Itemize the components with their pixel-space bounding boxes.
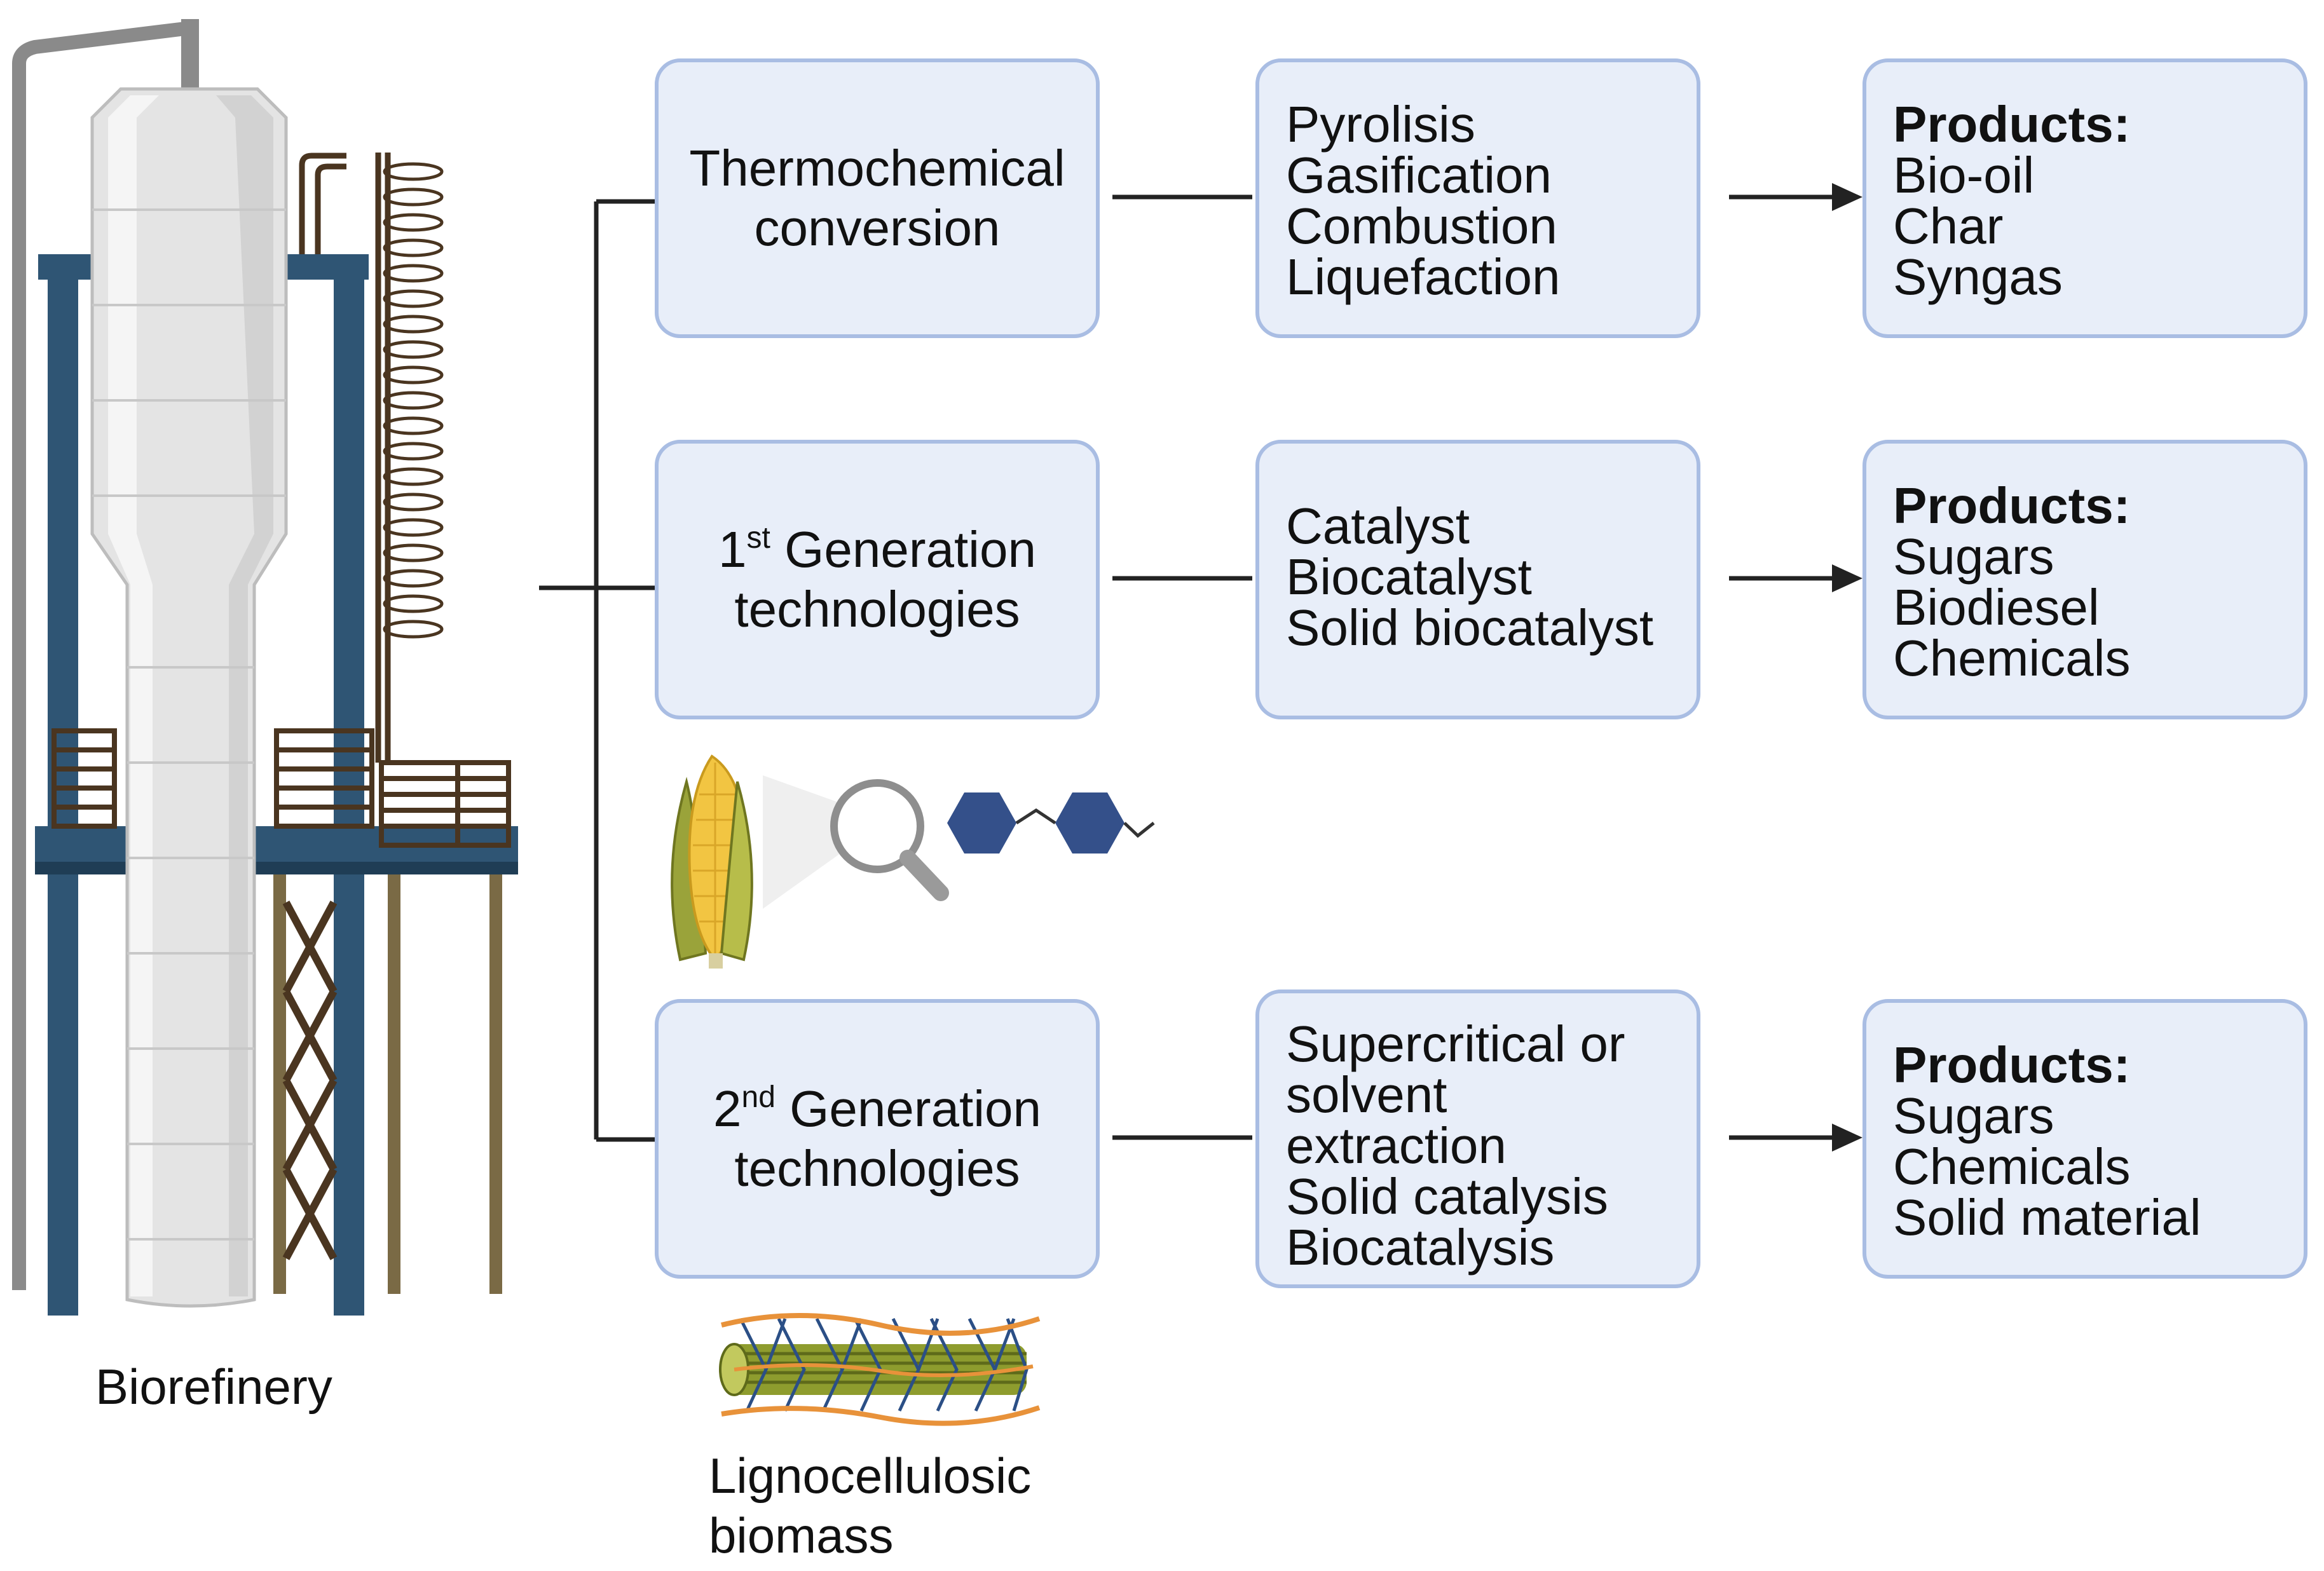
process-item: Solid catalysis	[1286, 1168, 1608, 1225]
product-item: Chemicals	[1893, 1138, 2131, 1195]
lignocellulosic-line1: Lignocellulosic	[709, 1448, 1032, 1504]
magnifier-icon	[763, 775, 949, 909]
product-item: Chemicals	[1893, 630, 2131, 686]
second-generation-products-box: Products: Sugars Chemicals Solid materia…	[1863, 999, 2307, 1279]
first-generation-box: 1st Generation technologies	[655, 440, 1100, 719]
lignocellulose-fiber-icon	[719, 1313, 1041, 1426]
product-item: Solid material	[1893, 1189, 2201, 1246]
thermochemical-line2: conversion	[754, 200, 1001, 256]
product-item: Syngas	[1893, 248, 2063, 305]
corn-icon	[671, 754, 753, 969]
first-generation-line1: 1st Generation	[718, 521, 1036, 578]
biorefinery-label: Biorefinery	[95, 1359, 332, 1415]
process-item: Supercritical or	[1286, 1016, 1625, 1072]
first-generation-products-box: Products: Sugars Biodiesel Chemicals	[1863, 440, 2307, 719]
product-item: Char	[1893, 198, 2004, 254]
arrowhead-second	[1832, 1124, 1863, 1152]
second-generation-line2: technologies	[734, 1140, 1020, 1197]
process-item: Catalyst	[1286, 498, 1470, 554]
product-item: Sugars	[1893, 1087, 2054, 1144]
arrowhead-first	[1832, 564, 1863, 592]
product-item: Biodiesel	[1893, 579, 2100, 636]
products-header: Products:	[1893, 96, 2131, 153]
first-generation-line2: technologies	[734, 581, 1020, 637]
second-generation-line1: 2nd Generation	[713, 1080, 1041, 1137]
process-item: Pyrolisis	[1286, 96, 1475, 153]
process-item: Biocatalysis	[1286, 1219, 1555, 1275]
products-header: Products:	[1893, 1037, 2131, 1093]
thermochemical-processes-box: Pyrolisis Gasification Combustion Liquef…	[1255, 58, 1700, 338]
lignocellulosic-biomass-label: Lignocellulosic biomass	[709, 1446, 1031, 1565]
second-generation-box: 2nd Generation technologies	[655, 999, 1100, 1279]
thermochemical-products-box: Products: Bio-oil Char Syngas	[1863, 58, 2307, 338]
thermochemical-line1: Thermochemical	[689, 140, 1065, 196]
second-generation-processes-box: Supercritical or solvent extraction Soli…	[1255, 990, 1700, 1288]
biorefinery-tower-icon	[12, 19, 518, 1316]
molecule-chain-icon	[947, 792, 1155, 854]
first-generation-processes-box: Catalyst Biocatalyst Solid biocatalyst	[1255, 440, 1700, 719]
process-item: solvent	[1286, 1066, 1447, 1123]
process-item: Combustion	[1286, 198, 1557, 254]
products-header: Products:	[1893, 477, 2131, 534]
process-item: Solid biocatalyst	[1286, 599, 1654, 656]
process-item: Gasification	[1286, 147, 1552, 203]
thermochemical-conversion-box: Thermochemical conversion	[655, 58, 1100, 338]
product-item: Sugars	[1893, 528, 2054, 585]
arrowhead-thermo	[1832, 183, 1863, 211]
process-item: extraction	[1286, 1117, 1507, 1174]
product-item: Bio-oil	[1893, 147, 2035, 203]
process-item: Liquefaction	[1286, 248, 1561, 305]
process-item: Biocatalyst	[1286, 548, 1532, 605]
lignocellulosic-line2: biomass	[709, 1507, 894, 1563]
